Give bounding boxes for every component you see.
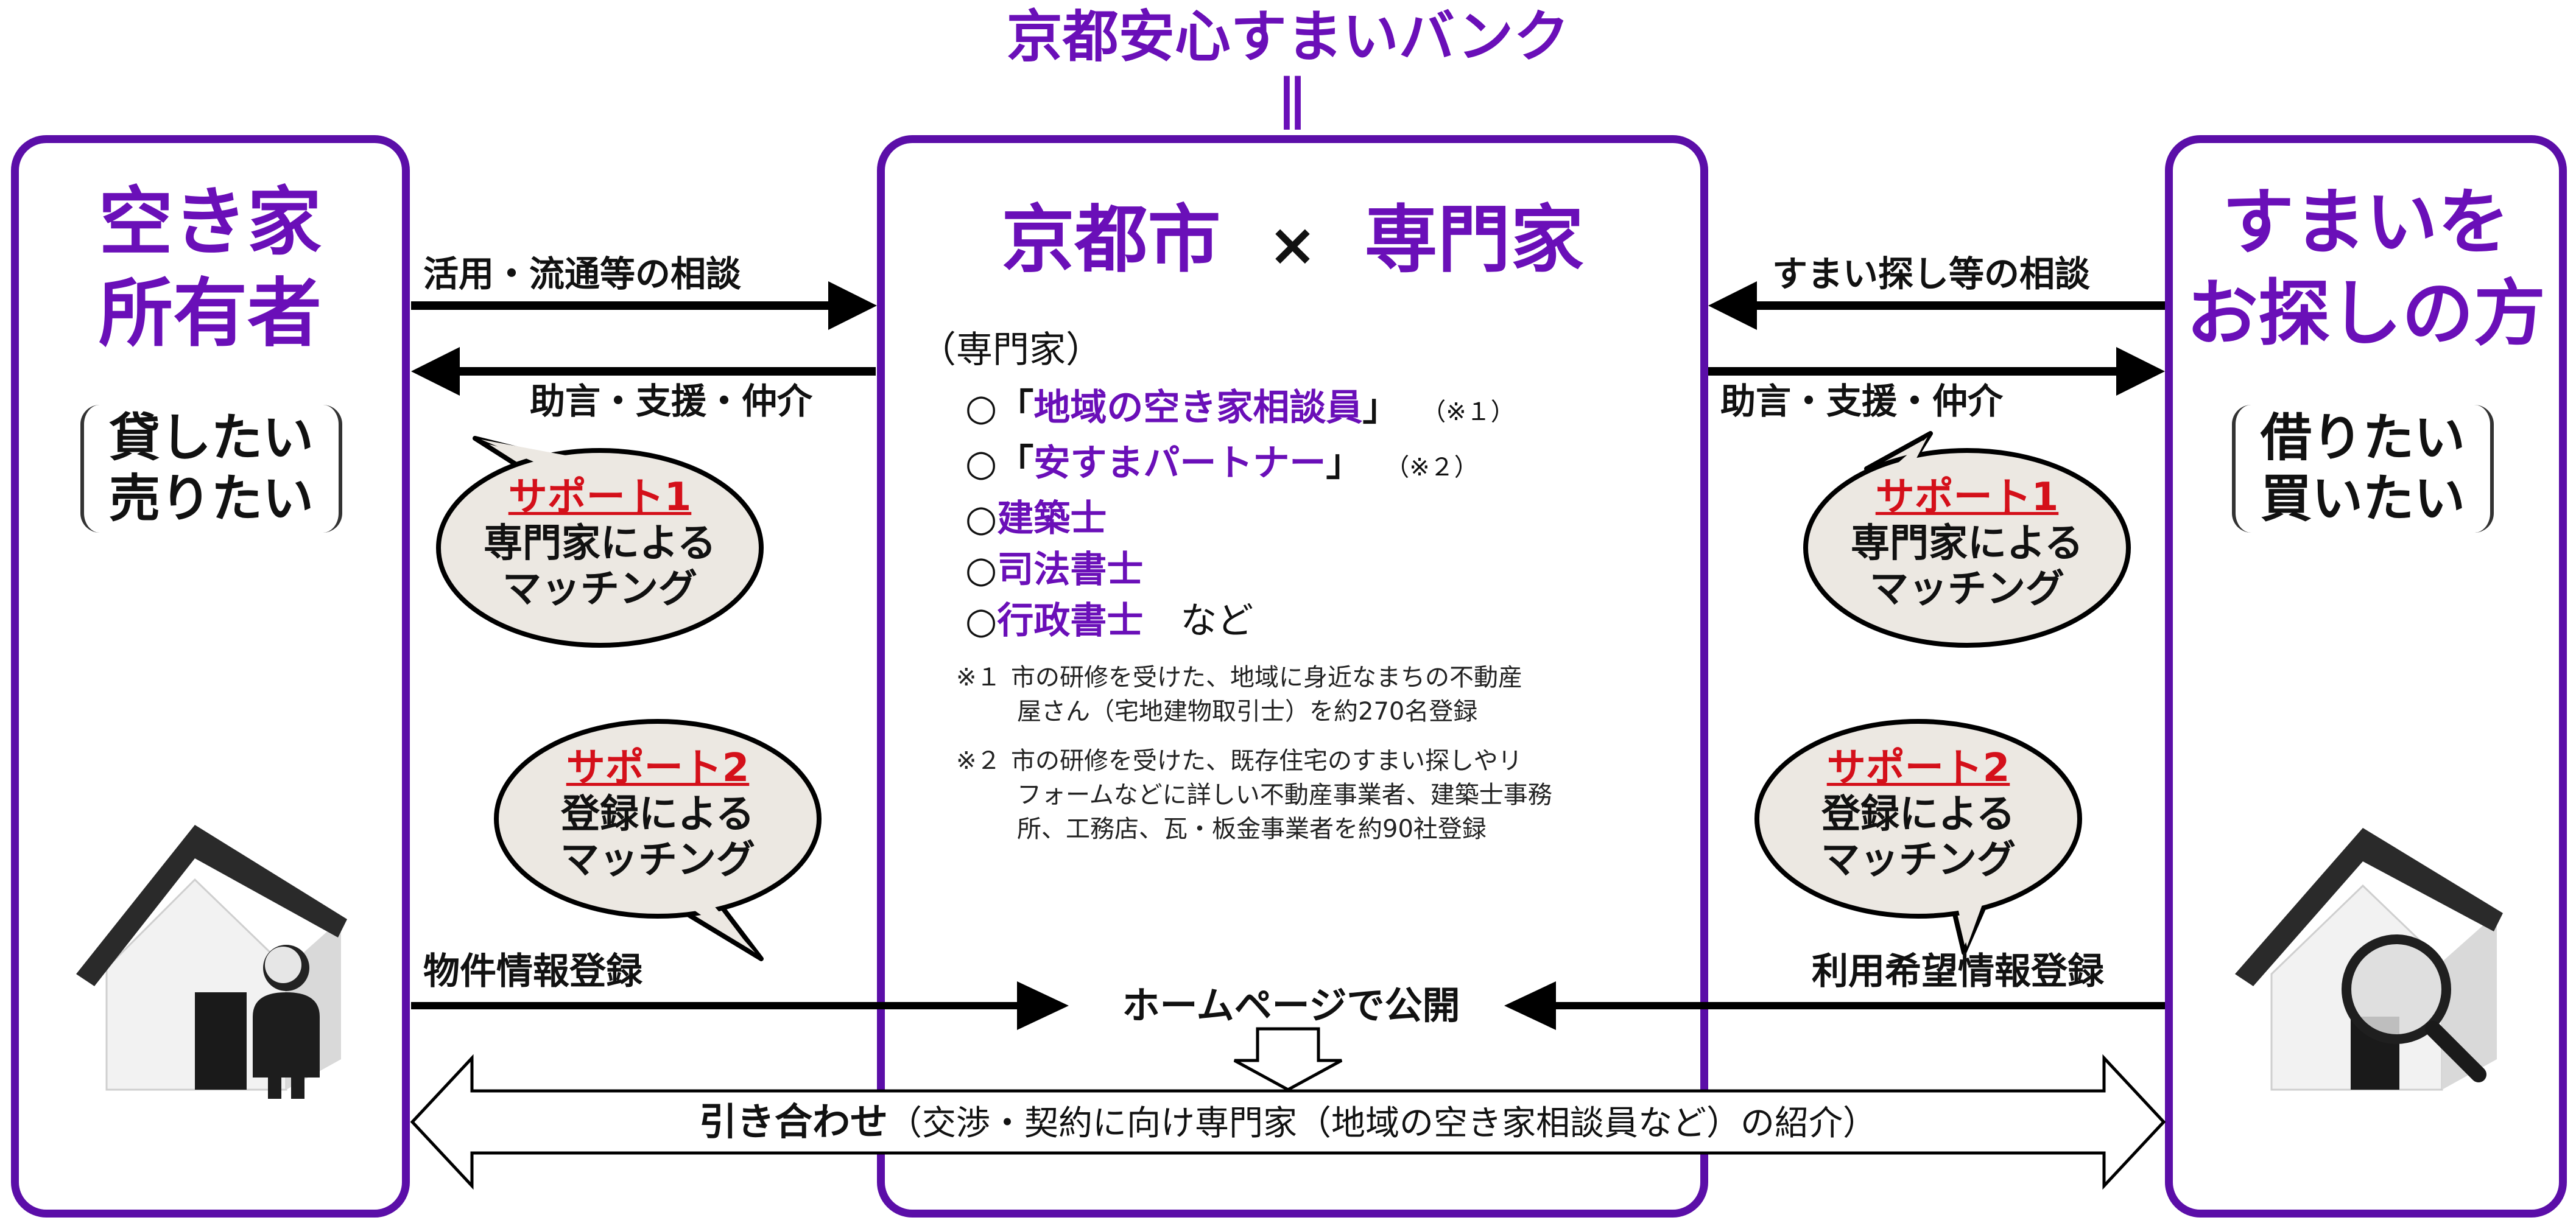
owner-wish: 貸したい 売りたい <box>80 405 342 533</box>
owner-title: 空き家 所有者 <box>24 177 396 359</box>
seeker-wish-line1: 借りたい <box>2260 408 2465 468</box>
support1-line1: 専門家による <box>1850 520 2084 566</box>
footnote-2-line2: フォームなどに詳しい不動産事業者、建築士事務 <box>1017 781 1552 809</box>
footnote-2-text1: 市の研修を受けた、既存住宅のすまい探しやリ <box>1011 747 1522 775</box>
support1-line2: マッチング <box>502 567 697 612</box>
expert-note: （※１） <box>1421 398 1515 426</box>
experts-heading: （専門家） <box>920 329 1102 371</box>
support2-text-left: サポート2 登録による マッチング <box>509 746 807 884</box>
expert-prefix: ○ <box>965 497 998 540</box>
owner-wish-line2: 売りたい <box>108 469 314 528</box>
expert-name: 行政書士 <box>997 600 1144 642</box>
advice-label-right: 助言・支援・仲介 <box>1720 380 2004 422</box>
advice-label-left: 助言・支援・仲介 <box>530 380 813 422</box>
matching-label-rest: （交渉・契約に向け専門家（地域の空き家相談員など）の紹介） <box>888 1104 1877 1143</box>
footnote-2-mark: ※２ <box>956 747 1001 775</box>
support2-text-right: サポート2 登録による マッチング <box>1769 746 2067 884</box>
expert-item: ○「安すまパートナー」 （※２） <box>965 438 1684 493</box>
owner-title-line2: 所有者 <box>99 270 322 357</box>
expert-note: （※２） <box>1385 454 1479 482</box>
expert-prefix: ○ <box>965 548 998 591</box>
footnote-2-line1: ※２ 市の研修を受けた、既存住宅のすまい探しやリ <box>956 744 1675 778</box>
consult-label-left: 活用・流通等の相談 <box>423 253 742 295</box>
support1-text-left: サポート1 専門家による マッチング <box>451 475 749 613</box>
support1-line2: マッチング <box>1870 567 2064 612</box>
house-with-person-icon <box>76 825 347 1099</box>
matching-label: 引き合わせ（交渉・契約に向け専門家（地域の空き家相談員など）の紹介） <box>481 1096 2095 1150</box>
seeker-title-line2: お探しの方 <box>2186 272 2546 356</box>
consult-label-right: すまい探し等の相談 <box>1772 253 2091 295</box>
footnote-2: ※２ 市の研修を受けた、既存住宅のすまい探しやリ フォームなどに詳しい不動産事業者… <box>956 744 1675 846</box>
expert-prefix: ○「 <box>965 387 1034 429</box>
support2-label: サポート2 <box>1826 746 2010 791</box>
equals-sign: || <box>1276 67 1307 130</box>
expert-item: ○司法書士 <box>965 544 1684 595</box>
owner-title-line1: 空き家 <box>99 179 322 265</box>
publish-down-arrow <box>1233 1027 1343 1092</box>
seeker-title-line1: すまいを <box>2222 180 2510 264</box>
expert-prefix: ○「 <box>965 442 1034 485</box>
center-title-experts: 専門家 <box>1364 198 1584 282</box>
expert-note: など <box>1180 600 1254 642</box>
support2-line2: マッチング <box>1821 838 2016 883</box>
experts-list: ○「地域の空き家相談員」 （※１） ○「安すまパートナー」 （※２） ○建築士 … <box>965 382 1684 647</box>
seeker-wish: 借りたい 買いたい <box>2232 405 2494 533</box>
footnote-2-line3: 所、工務店、瓦・板金事業者を約90社登録 <box>1017 815 1487 843</box>
support2-line1: 登録による <box>1821 791 2016 837</box>
expert-suffix: 」 <box>1362 387 1399 429</box>
center-title-city: 京都市 <box>1001 198 1221 282</box>
matching-label-bold: 引き合わせ <box>699 1099 888 1144</box>
seeker-wish-line2: 買いたい <box>2260 469 2465 528</box>
house-with-magnifier-icon <box>2235 828 2503 1091</box>
expert-item: ○行政書士 など <box>965 595 1684 647</box>
support2-line2: マッチング <box>560 838 755 883</box>
expert-name: 安すまパートナー <box>1033 442 1326 485</box>
footnote-1-line1: ※１ 市の研修を受けた、地域に身近なまちの不動産 <box>956 661 1675 695</box>
footnote-1-mark: ※１ <box>956 664 1001 692</box>
center-title: 京都市 × 専門家 <box>895 198 1690 287</box>
register-arrow-left <box>411 981 1069 1030</box>
advice-arrow-right <box>1708 347 2165 396</box>
support2-bubble-left <box>494 719 822 961</box>
owner-wish-line1: 貸したい <box>108 408 314 468</box>
expert-name: 地域の空き家相談員 <box>1033 387 1363 429</box>
consult-arrow-right <box>1708 281 2165 330</box>
register-label-right: 利用希望情報登録 <box>1812 950 2104 993</box>
advice-arrow-left <box>411 347 876 396</box>
support1-label: サポート1 <box>508 475 692 520</box>
publish-label: ホームページで公開 <box>1122 983 1460 1028</box>
support1-text-right: サポート1 専門家による マッチング <box>1818 475 2116 613</box>
support1-bubble-left <box>436 436 764 648</box>
expert-name: 建築士 <box>997 497 1107 540</box>
footnote-1-text1: 市の研修を受けた、地域に身近なまちの不動産 <box>1011 664 1522 692</box>
expert-item: ○建築士 <box>965 493 1684 544</box>
support2-label: サポート2 <box>566 746 750 791</box>
support2-line1: 登録による <box>560 791 755 837</box>
expert-prefix: ○ <box>965 600 998 642</box>
expert-name: 司法書士 <box>997 548 1144 591</box>
support1-bubble-right <box>1803 431 2131 648</box>
footnote-1: ※１ 市の研修を受けた、地域に身近なまちの不動産 屋さん（宅地建物取引士）を約27… <box>956 661 1675 729</box>
support1-line1: 専門家による <box>483 520 717 566</box>
seeker-title: すまいを お探しの方 <box>2171 177 2561 359</box>
support2-bubble-right <box>1754 719 2082 955</box>
consult-arrow-left <box>411 281 877 330</box>
register-arrow-right <box>1504 981 2165 1030</box>
center-title-times: × <box>1268 211 1317 279</box>
diagram-title: 京都安心すまいバンク <box>1006 4 1570 69</box>
expert-suffix: 」 <box>1326 442 1363 485</box>
expert-item: ○「地域の空き家相談員」 （※１） <box>965 382 1684 438</box>
matching-double-arrow <box>410 1054 2166 1190</box>
register-label-left: 物件情報登録 <box>423 950 642 993</box>
footnote-1-line2: 屋さん（宅地建物取引士）を約270名登録 <box>1017 698 1478 726</box>
support1-label: サポート1 <box>1875 475 2059 520</box>
